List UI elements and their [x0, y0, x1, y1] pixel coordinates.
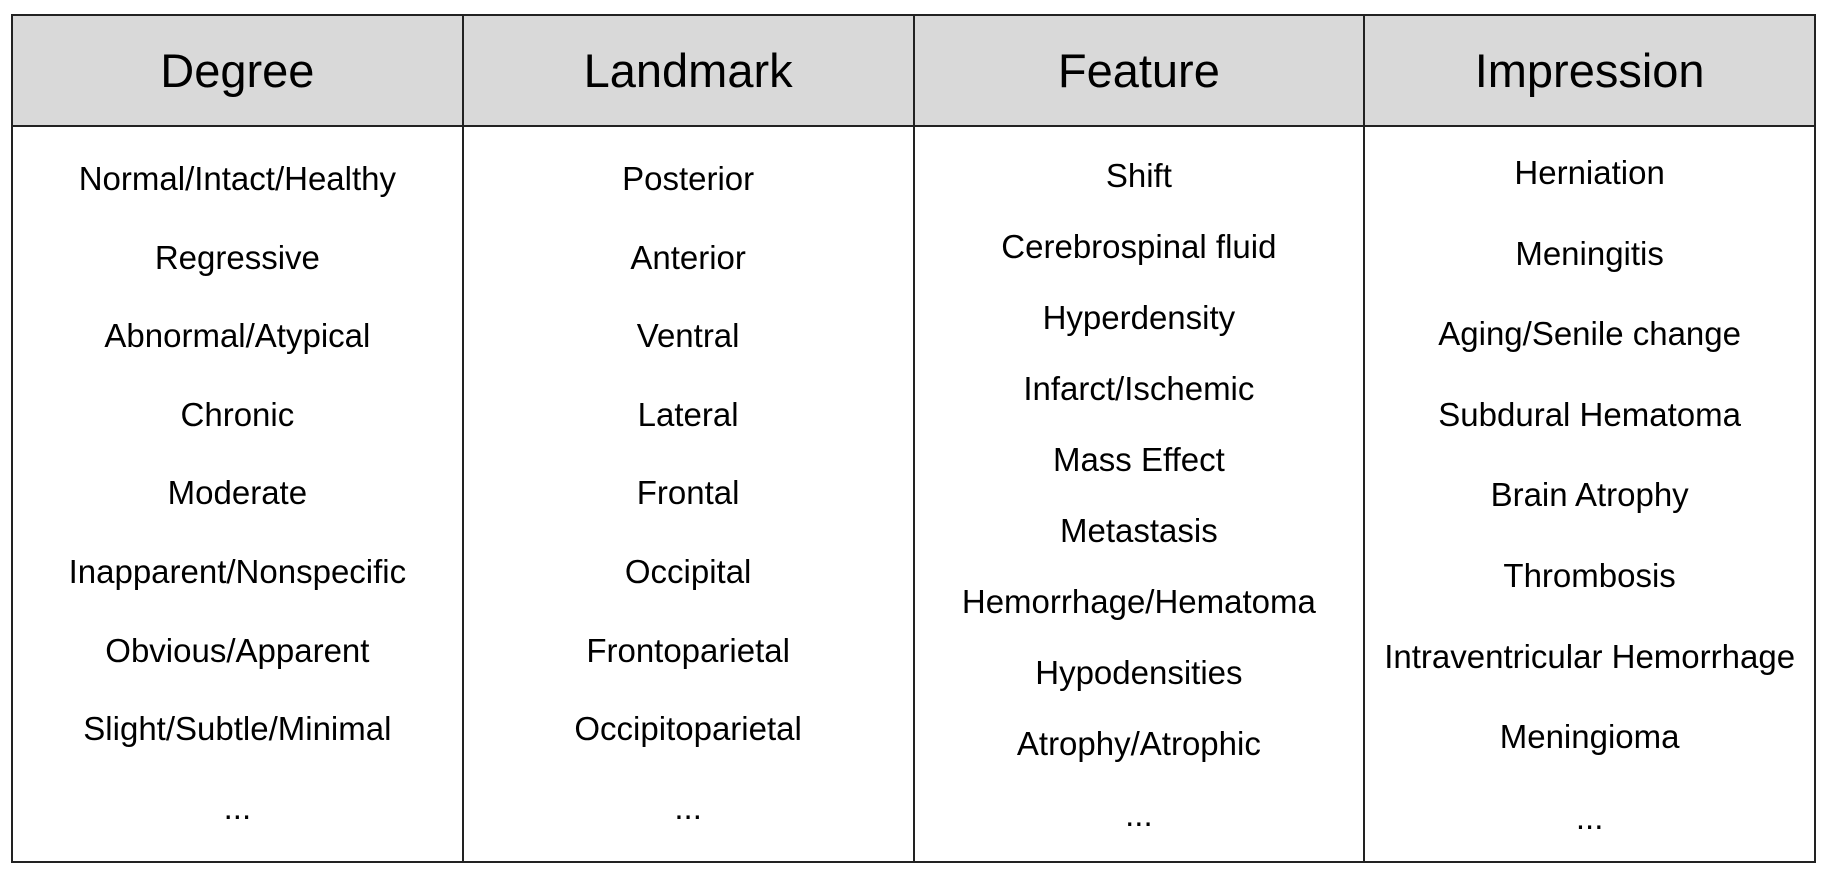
list-item: Slight/Subtle/Minimal — [83, 710, 392, 748]
list-item: Chronic — [180, 395, 295, 433]
list-item: Herniation — [1514, 154, 1665, 191]
list-item: Abnormal/Atypical — [104, 317, 371, 355]
list-item: Thrombosis — [1503, 556, 1676, 594]
list-item: Frontal — [636, 474, 740, 512]
list-item: Occipitoparietal — [574, 710, 802, 748]
list-item: Aging/Senile change — [1438, 315, 1741, 353]
list-item: Intraventricular Hemorrhage — [1384, 637, 1796, 675]
list-item: Meningitis — [1515, 234, 1664, 272]
list-item: Metastasis — [1060, 512, 1218, 549]
column-header: Degree — [13, 16, 462, 127]
list-item: Hyperdensity — [1042, 299, 1236, 336]
list-item: Regressive — [154, 238, 320, 276]
list-item: Posterior — [622, 160, 755, 197]
list-item: Infarct/Ischemic — [1023, 370, 1255, 407]
list-item: Occipital — [624, 552, 752, 590]
list-item: Hemorrhage/Hematoma — [961, 583, 1316, 620]
list-item: ... — [1575, 798, 1604, 836]
list-item: Cerebrospinal fluid — [1001, 228, 1277, 265]
list-item: Mass Effect — [1052, 441, 1225, 478]
list-item: Ventral — [636, 317, 740, 355]
list-item: Shift — [1105, 157, 1172, 194]
list-item: Inapparent/Nonspecific — [68, 552, 407, 590]
list-item: Obvious/Apparent — [105, 631, 370, 669]
list-item: Lateral — [637, 395, 739, 433]
list-item: ... — [674, 788, 702, 826]
column-header: Landmark — [463, 16, 913, 127]
column-header: Feature — [914, 16, 1364, 127]
list-item: Normal/Intact/Healthy — [78, 160, 397, 197]
list-item: ... — [223, 788, 252, 826]
list-item: Hypodensities — [1035, 654, 1243, 691]
list-item: Brain Atrophy — [1490, 476, 1689, 514]
column-header: Impression — [1365, 16, 1814, 127]
list-item: Subdural Hematoma — [1438, 395, 1741, 433]
list-item: Meningioma — [1499, 718, 1680, 756]
list-item: Frontoparietal — [586, 631, 790, 669]
list-item: ... — [1125, 796, 1153, 833]
list-item: Moderate — [167, 474, 308, 512]
list-item: Anterior — [630, 238, 746, 276]
list-item: Atrophy/Atrophic — [1016, 725, 1261, 762]
